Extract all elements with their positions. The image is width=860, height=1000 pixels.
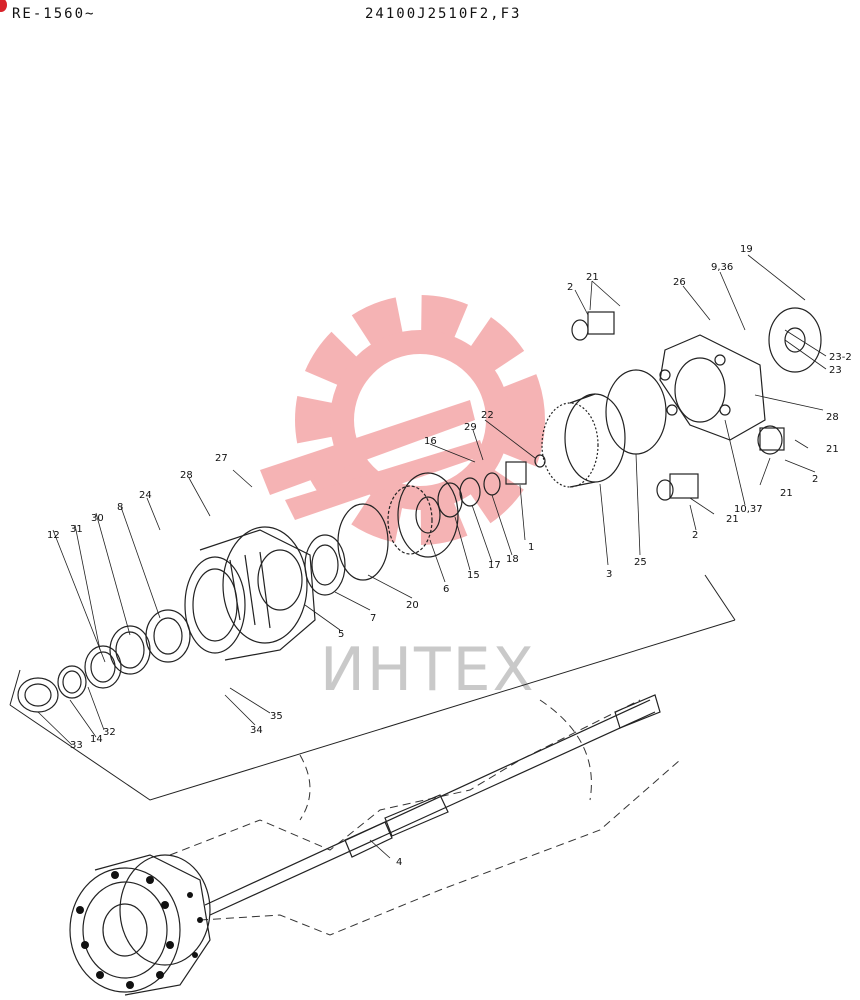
callout-16: 16 (424, 436, 437, 447)
callout-24: 24 (139, 490, 152, 501)
callout-1: 1 (528, 542, 534, 553)
callout-15: 15 (467, 570, 480, 581)
callout-3: 3 (606, 569, 612, 580)
callout-29: 29 (464, 422, 477, 433)
hub-bearing (304, 534, 346, 596)
part-number: 24100J2510F2,F3 (365, 6, 522, 22)
callout-34: 34 (250, 725, 263, 736)
callout-2b: 2 (812, 474, 818, 485)
callout-2c: 2 (692, 530, 698, 541)
callout-2a: 2 (567, 282, 573, 293)
axle-housing-outline (169, 699, 681, 936)
callout-30: 30 (91, 513, 104, 524)
callout-6: 6 (443, 584, 449, 595)
callout-4: 4 (396, 857, 402, 868)
snap-ring (337, 503, 389, 581)
callout-21d: 21 (726, 514, 739, 525)
callout-21c: 21 (780, 488, 793, 499)
callout-33: 33 (70, 740, 83, 751)
callout-25: 25 (634, 557, 647, 568)
planetary-housing (659, 334, 766, 441)
callout-28a: 28 (180, 470, 193, 481)
callout-17: 17 (488, 560, 501, 571)
seal-and-bearing-stack (17, 609, 191, 713)
hub-bolt-pattern (76, 871, 203, 989)
callout-23-2: 23-2 (829, 352, 852, 363)
callout-20: 20 (406, 600, 419, 611)
axle-shaft (204, 694, 661, 916)
o-ring (605, 369, 667, 455)
callout-18: 18 (506, 554, 519, 565)
callout-21a: 21 (586, 272, 599, 283)
callout-9-36: 9,36 (711, 262, 733, 273)
callout-labels: 1 2 2 2 3 4 5 6 7 8 9,36 10,37 12 14 15 … (47, 244, 852, 868)
watermark-text: ИНТЕХ (320, 635, 536, 705)
wheel-hub (184, 526, 316, 661)
callout-10-37: 10,37 (734, 504, 763, 515)
planet-gears (571, 311, 785, 501)
callout-35: 35 (270, 711, 283, 722)
planet-carrier (387, 472, 459, 558)
callout-8: 8 (117, 502, 123, 513)
callout-21b: 21 (826, 444, 839, 455)
callout-26: 26 (673, 277, 686, 288)
callout-5: 5 (338, 629, 344, 640)
leader-lines (37, 254, 827, 859)
callout-7: 7 (370, 613, 376, 624)
wheel-hub-assembled (69, 854, 211, 996)
callout-19: 19 (740, 244, 753, 255)
callout-12: 12 (47, 530, 60, 541)
callout-32: 32 (103, 727, 116, 738)
assembly-frame-lines (9, 574, 736, 801)
callout-14: 14 (90, 734, 103, 745)
page-marker-dot (0, 0, 7, 12)
ring-gear (541, 393, 626, 488)
callout-28b: 28 (826, 412, 839, 423)
callout-31: 31 (70, 524, 83, 535)
callout-22: 22 (481, 410, 494, 421)
serial-range: RE-1560~ (12, 6, 96, 22)
callout-27: 27 (215, 453, 228, 464)
callout-23: 23 (829, 365, 842, 376)
end-cover (768, 307, 822, 373)
watermark-logo (260, 295, 545, 545)
